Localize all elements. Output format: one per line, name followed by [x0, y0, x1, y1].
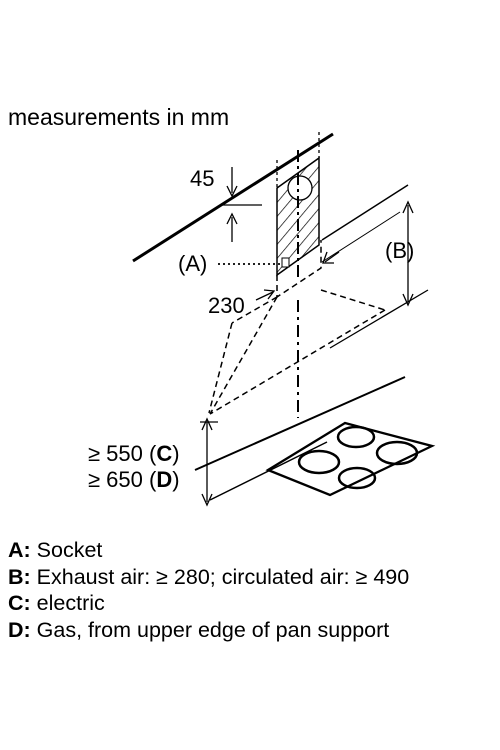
callout-a-label: (A)	[178, 251, 207, 276]
dimension-230-label: 230	[208, 293, 245, 318]
dimension-45-label: 45	[190, 166, 214, 191]
ceiling-line	[132, 132, 334, 263]
chimney-duct	[276, 132, 320, 277]
legend-item-c: C: electric	[8, 591, 105, 615]
hood-outline	[208, 240, 386, 415]
min-height-d-label: ≥ 650 (D)	[88, 467, 180, 492]
heading: measurements in mm	[8, 104, 229, 130]
dimension-45	[222, 167, 262, 242]
dimension-230-arrow	[255, 289, 276, 301]
legend-item-a: A: Socket	[8, 538, 103, 562]
wall-edge-middle	[321, 211, 401, 263]
min-height-c-label: ≥ 550 (C)	[88, 441, 180, 466]
legend: A: Socket B: Exhaust air: ≥ 280; circula…	[8, 537, 409, 643]
duct-opening	[287, 175, 313, 201]
legend-item-d: D: Gas, from upper edge of pan support	[8, 617, 390, 642]
burner	[336, 425, 376, 449]
wall-edge-upper	[321, 184, 409, 241]
socket-symbol	[281, 257, 290, 268]
callout-b-label: (B)	[385, 238, 414, 263]
counter-back-edge	[194, 376, 406, 471]
burner	[337, 466, 377, 490]
dimension-230-arrow-right	[322, 251, 340, 264]
dimension-cd	[200, 417, 218, 507]
burner	[297, 449, 341, 475]
wall-edge-lower	[329, 289, 429, 349]
burner	[375, 440, 419, 466]
legend-item-b: B: Exhaust air: ≥ 280; circulated air: ≥…	[8, 564, 410, 589]
cooktop	[265, 421, 436, 497]
dimension-b	[402, 200, 414, 307]
